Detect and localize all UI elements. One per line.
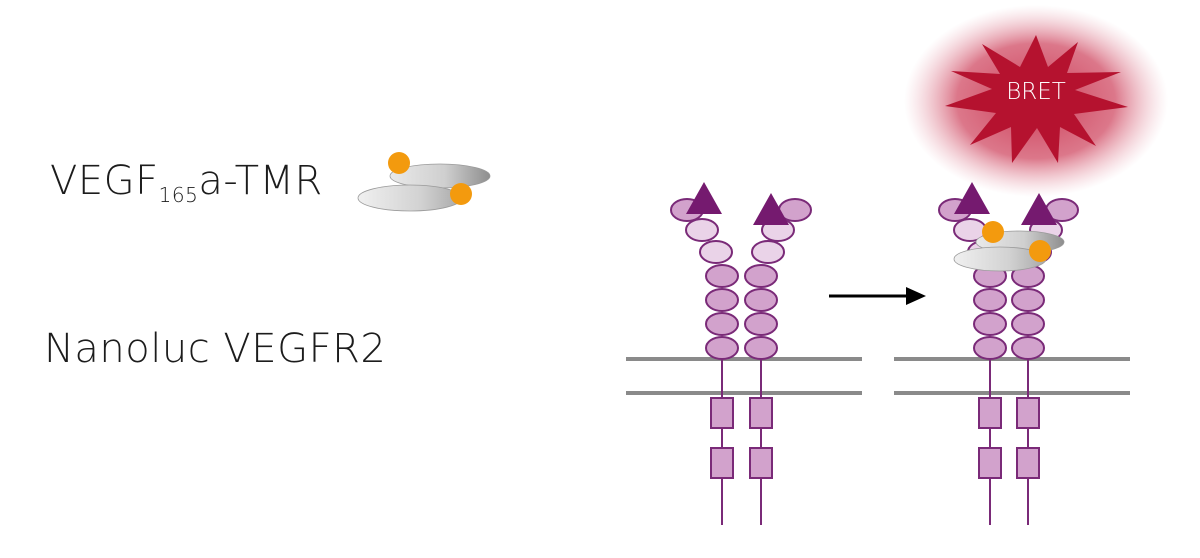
bret-label: BRET xyxy=(1006,79,1066,105)
receptor-label: Nanoluc VEGFR2 xyxy=(44,326,387,372)
triangle-icon xyxy=(753,193,789,225)
ligand-label-subscript: 165 xyxy=(158,183,199,207)
receptor-monomer-right xyxy=(744,198,812,525)
bret-star-icon xyxy=(945,35,1128,163)
receptor-dimer-bound xyxy=(938,182,1079,525)
triangle-icon xyxy=(954,182,990,214)
triangle-icon xyxy=(1021,193,1057,225)
bret-signal: BRET xyxy=(904,5,1168,197)
cell-membrane-right xyxy=(894,357,1130,395)
ligand-icon xyxy=(357,152,491,212)
ligand-label-prefix: VEGF xyxy=(50,158,159,204)
ligand-label: VEGF165a-TMR xyxy=(50,158,323,207)
ligand-label-suffix: a-TMR xyxy=(198,158,323,204)
tmr-dot-icon xyxy=(1029,240,1051,262)
receptor-monomer-left xyxy=(670,198,739,525)
cell-membrane-left xyxy=(626,357,862,395)
tmr-dot-icon xyxy=(388,152,410,174)
triangle-icon xyxy=(686,182,722,214)
tmr-dot-icon xyxy=(450,183,472,205)
arrow-right-icon xyxy=(829,287,926,305)
receptor-dimer-unbound xyxy=(670,182,812,525)
tmr-dot-icon xyxy=(982,221,1004,243)
bound-ligand xyxy=(953,221,1065,272)
